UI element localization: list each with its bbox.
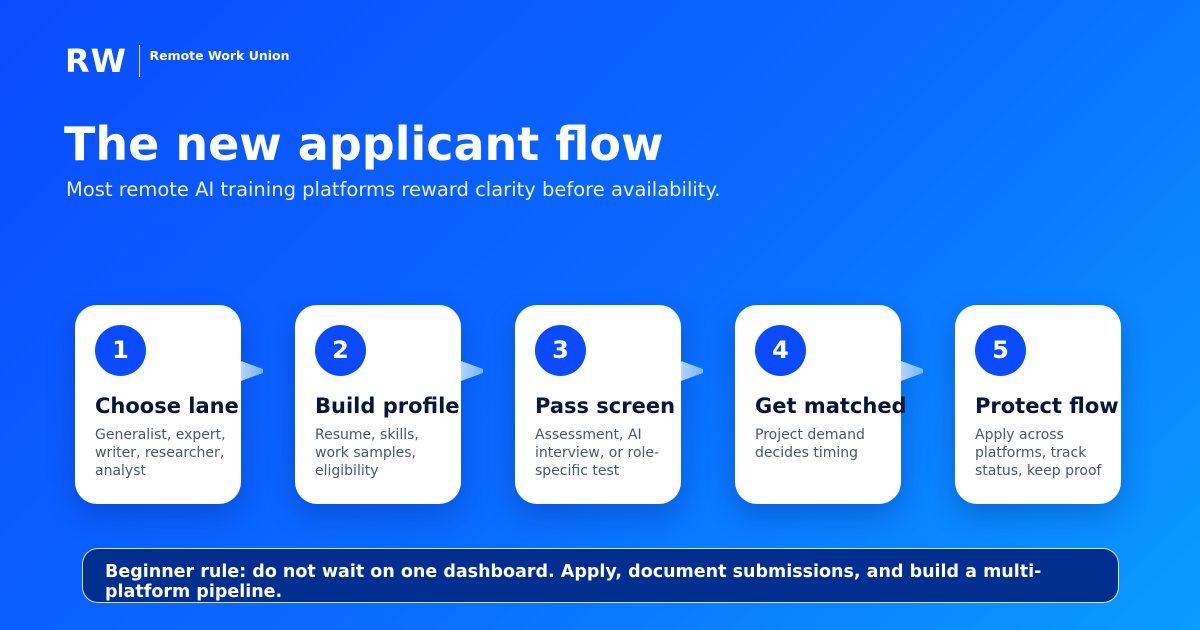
step-card-pass-screen: 3 Pass screen Assessment, AI interview, … xyxy=(515,305,681,504)
step-title: Get matched xyxy=(755,394,907,418)
step-number-badge: 2 xyxy=(315,325,366,376)
step-description: Assessment, AI interview, or role-specif… xyxy=(535,427,660,479)
step-flow: 1 Choose lane Generalist, expert, writer… xyxy=(75,305,1121,504)
brand-divider xyxy=(138,45,141,77)
step-description: Project demand decides timing xyxy=(755,427,865,461)
step-description: Resume, skills, work samples, eligibilit… xyxy=(315,427,419,479)
step-title: Build profile xyxy=(315,394,460,418)
step-card-build-profile: 2 Build profile Resume, skills, work sam… xyxy=(295,305,461,504)
brand-logo: RW xyxy=(65,42,127,80)
step-title: Pass screen xyxy=(535,394,676,418)
arrow-right-icon xyxy=(241,361,263,381)
arrow-right-icon xyxy=(461,361,483,381)
arrow-right-icon xyxy=(901,361,923,381)
step-number-badge: 4 xyxy=(755,325,806,376)
step-number-badge: 1 xyxy=(95,325,146,376)
step-card-choose-lane: 1 Choose lane Generalist, expert, writer… xyxy=(75,305,241,504)
brand: RW Remote Work Union xyxy=(65,42,290,80)
brand-name: Remote Work Union xyxy=(149,48,290,63)
step-number-badge: 5 xyxy=(975,325,1026,376)
step-number-badge: 3 xyxy=(535,325,586,376)
page-title: The new applicant flow xyxy=(64,117,664,171)
beginner-rule-text: Beginner rule: do not wait on one dashbo… xyxy=(105,562,1042,602)
page-subtitle: Most remote AI training platforms reward… xyxy=(66,178,721,201)
step-card-get-matched: 4 Get matched Project demand decides tim… xyxy=(735,305,907,504)
step-title: Protect flow xyxy=(975,394,1119,418)
step-description: Generalist, expert, writer, researcher, … xyxy=(95,427,226,479)
step-title: Choose lane xyxy=(95,394,239,418)
beginner-rule-banner: Beginner rule: do not wait on one dashbo… xyxy=(82,548,1119,603)
arrow-right-icon xyxy=(681,361,703,381)
step-description: Apply across platforms, track status, ke… xyxy=(975,427,1102,479)
step-card-protect-flow: 5 Protect flow Apply across platforms, t… xyxy=(955,305,1121,504)
